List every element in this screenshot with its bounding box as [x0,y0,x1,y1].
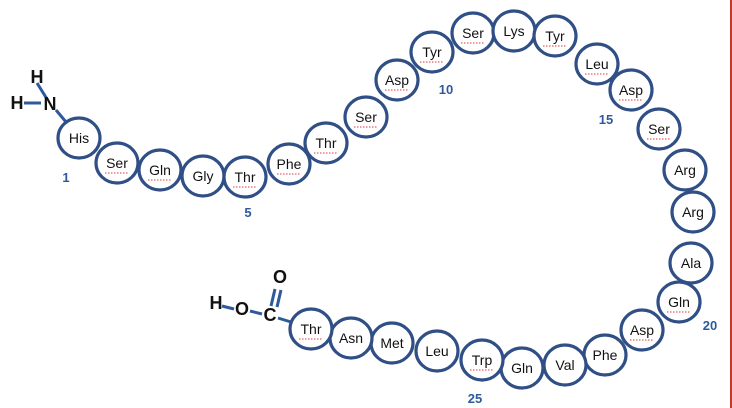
residue-label: Asp [630,322,654,338]
residue-17: Arg [662,148,708,192]
residue-10: Tyr [409,30,455,74]
bond-h-n-top [35,82,49,100]
residue-label: Arg [674,162,696,178]
residue-16: Ser [636,107,682,151]
residue-9: Asp [374,58,420,102]
position-label-25: 25 [468,391,482,406]
residue-label: Phe [277,156,302,172]
residue-label: Asp [385,72,409,88]
residue-label: Tyr [545,28,565,44]
residue-3: Gln [137,148,183,192]
residue-13: Tyr [532,14,578,58]
residue-label: Gln [668,294,690,310]
residue-11: Ser [450,11,496,55]
residue-19: Ala [668,241,714,285]
n-terminus: H H N [11,67,68,123]
residue-24: Gln [499,346,545,390]
position-label-15: 15 [599,112,613,127]
n-term-hydrogen-top: H [31,67,44,87]
residue-18: Arg [670,190,716,234]
n-term-nitrogen: N [44,94,57,114]
residue-1: His [56,116,102,160]
c-terminus: H O C O [210,267,292,325]
residue-29: Thr [288,307,334,351]
residue-12: Lys [491,9,537,53]
residue-label: Ser [648,121,670,137]
position-labels: 1 5 10 15 20 25 [62,82,717,406]
bond-h-o [221,304,235,311]
c-term-hydrogen: H [210,293,223,313]
residue-27: Met [369,321,415,365]
bond-c-o-double-2 [275,289,283,308]
residue-2: Ser [94,141,140,185]
residue-label: Leu [425,343,448,359]
bond-c-o-double-1 [269,288,277,307]
residue-label: Ala [681,255,701,271]
residue-label: Ser [355,109,377,125]
residue-5: Thr [222,155,268,199]
residue-6: Phe [266,142,312,186]
residue-label: Gly [193,168,214,184]
position-label-5: 5 [244,205,251,220]
residue-label: Arg [682,204,704,220]
residue-4: Gly [180,154,226,198]
c-term-carbon: C [264,305,277,325]
residue-circle [56,116,102,160]
residue-label: Thr [235,169,256,185]
residue-label: Asn [339,330,363,346]
position-label-10: 10 [439,82,453,97]
residue-label: Thr [316,135,337,151]
residue-label: Asp [619,82,643,98]
residue-label: Val [555,357,574,373]
bond-o-c [249,309,263,316]
residue-label: Met [380,335,403,351]
residue-23: Val [542,343,588,387]
bond-c-thr [277,316,292,324]
residue-label: Trp [472,352,493,368]
residue-15: Asp [608,68,654,112]
residue-28: Asn [328,316,374,360]
bond-n-his [54,109,68,123]
residue-8: Ser [343,95,389,139]
residue-label: Thr [301,321,322,337]
residue-label: Lys [503,23,524,39]
residue-21: Asp [619,308,665,352]
residue-25: Trp [459,338,505,382]
residue-label: Tyr [422,44,442,60]
residue-label: His [69,130,89,146]
residue-circle [662,148,708,192]
residue-26: Leu [414,329,460,373]
n-term-hydrogen-left: H [11,93,24,113]
residue-circle [670,190,716,234]
residue-label: Phe [593,347,618,363]
residue-14: Leu [574,42,620,86]
position-label-1: 1 [62,170,69,185]
residue-22: Phe [582,333,628,377]
residue-label: Gln [149,162,171,178]
residue-label: Ser [462,25,484,41]
residue-7: Thr [303,121,349,165]
residue-circle [414,329,460,373]
residue-label: Leu [585,56,608,72]
residue-20: Gln [656,280,702,324]
residue-label: Gln [511,360,533,376]
residue-circle [668,241,714,285]
residue-label: Ser [106,155,128,171]
position-label-20: 20 [703,318,717,333]
right-border-line [730,0,732,408]
c-term-oxygen-double: O [273,267,287,287]
c-term-oxygen-single: O [235,299,249,319]
